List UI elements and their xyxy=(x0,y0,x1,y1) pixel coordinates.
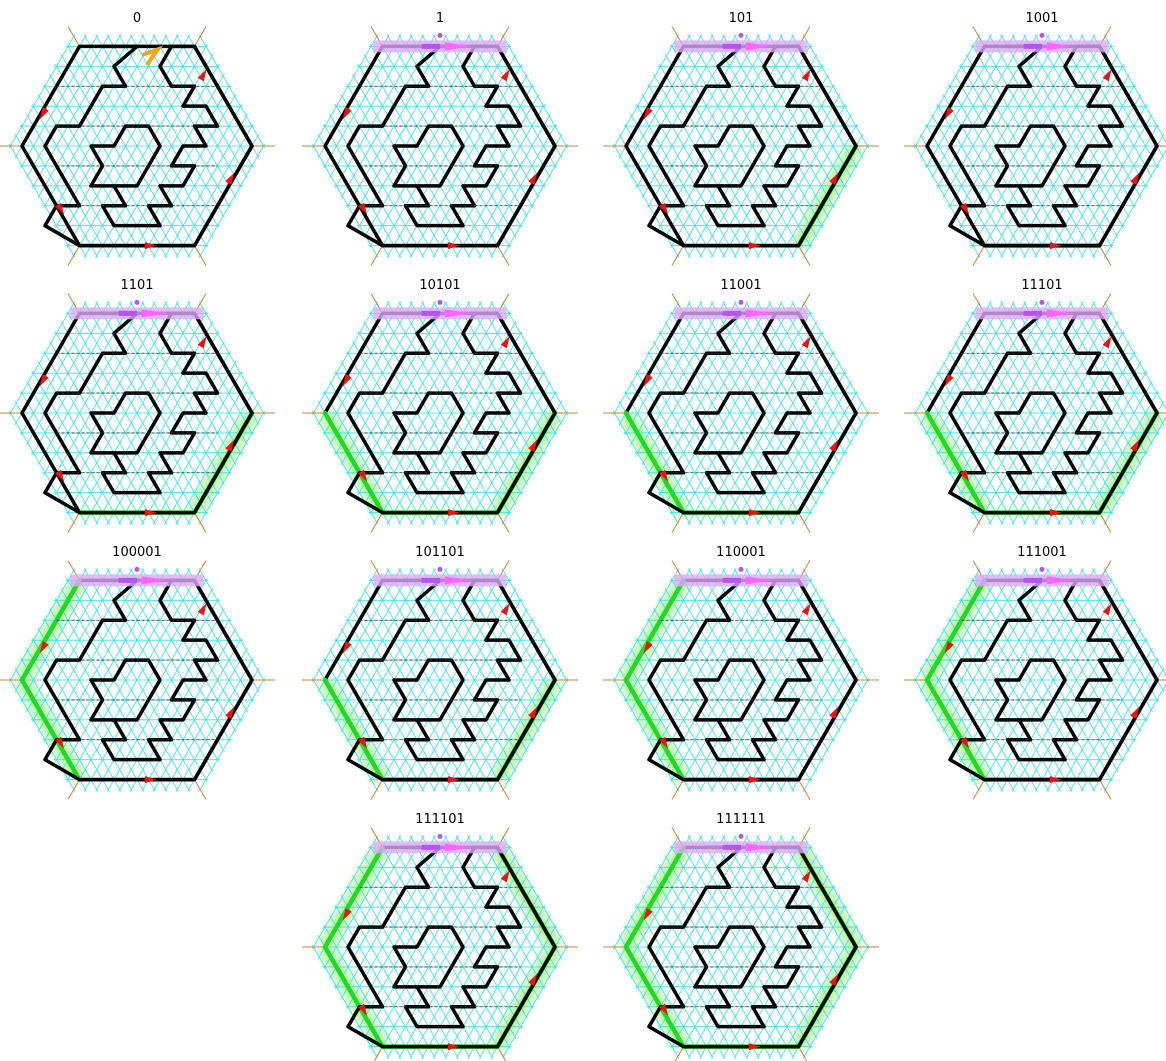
panel-label: 11101 xyxy=(1021,278,1062,293)
panel-label: 1101 xyxy=(120,278,153,293)
direction-arrow xyxy=(145,242,157,249)
panel-label: 100001 xyxy=(112,545,162,560)
panel-label: 111111 xyxy=(716,812,766,827)
panel-label: 110001 xyxy=(716,545,766,560)
direction-arrow xyxy=(145,776,157,783)
top-marker xyxy=(438,567,443,572)
panel-label: 1 xyxy=(436,11,444,26)
panel: 111111 xyxy=(500,808,983,1061)
top-marker xyxy=(135,300,140,305)
top-marker xyxy=(739,33,744,38)
panel-label: 101101 xyxy=(415,545,465,560)
top-marker xyxy=(438,300,443,305)
top-marker xyxy=(1040,33,1045,38)
panel-label: 111001 xyxy=(1017,545,1067,560)
panel-label: 0 xyxy=(133,11,141,26)
top-marker xyxy=(438,33,443,38)
top-marker xyxy=(438,834,443,839)
top-marker xyxy=(135,567,140,572)
top-marker xyxy=(1040,300,1045,305)
panel-label: 1001 xyxy=(1025,11,1058,26)
top-marker xyxy=(1040,567,1045,572)
panel-label: 111101 xyxy=(415,812,465,827)
direction-arrow xyxy=(448,242,460,249)
top-marker xyxy=(739,567,744,572)
panel-label: 101 xyxy=(729,11,754,26)
top-marker xyxy=(739,300,744,305)
direction-arrow xyxy=(749,242,761,249)
panel-label: 10101 xyxy=(419,278,460,293)
top-marker xyxy=(739,834,744,839)
panel-label: 11001 xyxy=(720,278,761,293)
panel: 111101 xyxy=(199,808,682,1061)
